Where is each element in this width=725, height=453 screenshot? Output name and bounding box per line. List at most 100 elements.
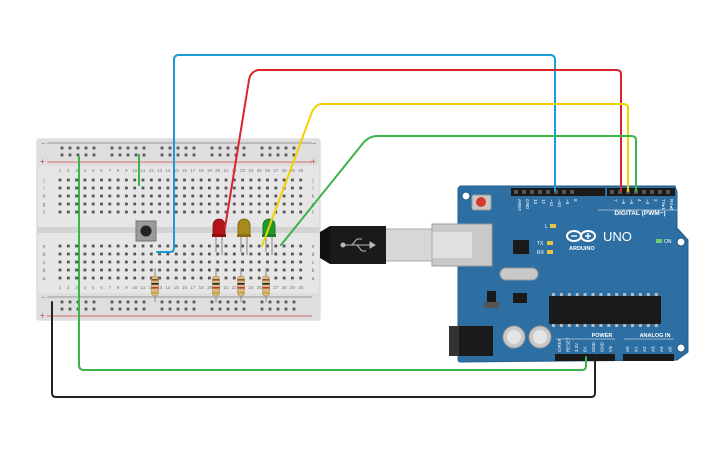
breadboard-hole <box>108 260 112 264</box>
breadboard-hole <box>183 252 186 256</box>
breadboard-hole <box>191 276 195 280</box>
breadboard-hole <box>100 252 103 256</box>
breadboard-hole <box>257 210 261 214</box>
digital-pin[interactable] <box>530 190 534 194</box>
breadboard-hole <box>291 276 294 280</box>
digital-pin[interactable] <box>554 190 558 194</box>
rail-hole <box>176 146 180 150</box>
breadboard-hole <box>75 268 78 272</box>
rail-hole <box>210 146 214 150</box>
reset-button <box>476 197 486 207</box>
column-number: 14 <box>165 285 171 290</box>
rail-hole <box>184 307 188 311</box>
breadboard-hole <box>274 244 278 248</box>
breadboard-hole <box>224 252 228 256</box>
rail-hole <box>226 146 230 150</box>
digital-pin[interactable] <box>570 190 574 194</box>
rail-hole <box>118 307 122 311</box>
column-number: 28 <box>282 168 288 173</box>
breadboard-hole <box>183 244 186 248</box>
rail-hole <box>210 307 214 311</box>
digital-pin-label: TX▸1 <box>661 199 666 210</box>
breadboard-hole <box>141 276 145 280</box>
rail-hole <box>234 307 238 311</box>
breadboard-hole <box>141 210 145 214</box>
breadboard-hole <box>241 202 244 206</box>
breadboard-hole <box>75 276 78 280</box>
mcu-pin <box>607 293 611 296</box>
rail-hole <box>84 146 88 150</box>
rail-hole <box>160 146 164 150</box>
digital-pin[interactable] <box>618 190 622 194</box>
breadboard-hole <box>141 186 145 190</box>
rail-hole <box>234 146 238 150</box>
row-letter: e <box>312 244 315 250</box>
breadboard-hole <box>100 260 103 264</box>
breadboard-hole <box>266 202 269 206</box>
breadboard-hole <box>199 178 203 182</box>
row-letter: c <box>43 260 46 266</box>
breadboard-hole <box>216 260 220 264</box>
digital-pin[interactable] <box>546 190 550 194</box>
breadboard-hole <box>108 178 112 182</box>
breadboard-hole <box>149 268 153 272</box>
breadboard-hole <box>191 268 195 272</box>
column-number: 6 <box>100 168 103 173</box>
breadboard-hole <box>274 202 278 206</box>
top-rail-plus-label-right: + <box>311 157 316 166</box>
column-number: 27 <box>273 285 279 290</box>
rail-hole <box>176 300 180 304</box>
breadboard-hole <box>249 260 253 264</box>
tx-label: TX <box>537 241 544 247</box>
breadboard-hole <box>183 202 186 206</box>
digital-pin-label: 2 <box>653 199 658 202</box>
column-number: 8 <box>117 285 120 290</box>
digital-pin[interactable] <box>538 190 542 194</box>
red-wire <box>224 69 622 229</box>
breadboard-hole <box>133 260 137 264</box>
digital-pin[interactable] <box>562 190 566 194</box>
breadboard-hole <box>125 276 128 280</box>
digital-pin[interactable] <box>610 190 614 194</box>
breadboard-hole <box>199 260 203 264</box>
breadboard-hole <box>257 178 261 182</box>
resistor-band <box>151 292 159 294</box>
column-number: 11 <box>141 168 146 173</box>
digital-pin[interactable] <box>666 190 670 194</box>
breadboard-hole <box>133 202 137 206</box>
analog-pin-label: A2 <box>642 346 647 352</box>
digital-pin[interactable] <box>522 190 526 194</box>
column-number: 9 <box>125 285 128 290</box>
digital-pin[interactable] <box>514 190 518 194</box>
breadboard-hole <box>66 178 70 182</box>
rail-hole <box>68 146 72 150</box>
microcontroller-chip <box>549 296 661 324</box>
digital-pin[interactable] <box>658 190 662 194</box>
yellow-wire <box>261 103 629 247</box>
breadboard-hole <box>58 268 62 272</box>
breadboard-hole <box>133 276 137 280</box>
breadboard-hole <box>133 252 137 256</box>
column-number: 8 <box>117 168 120 173</box>
breadboard-hole <box>100 210 103 214</box>
rail-hole <box>118 300 122 304</box>
row-letter: f <box>312 210 314 216</box>
row-letter: i <box>43 186 44 192</box>
rail-hole <box>192 300 196 304</box>
breadboard-hole <box>83 260 87 264</box>
breadboard-hole <box>183 194 186 198</box>
digital-pin[interactable] <box>650 190 654 194</box>
breadboard-hole <box>108 186 112 190</box>
digital-pin-label: ~6 <box>621 199 626 205</box>
breadboard-hole <box>66 244 70 248</box>
breadboard-hole <box>100 178 103 182</box>
column-number: 3 <box>75 285 78 290</box>
breadboard-hole <box>257 244 261 248</box>
digital-pin[interactable] <box>642 190 646 194</box>
breadboard-hole <box>83 194 87 198</box>
rail-hole <box>160 153 164 157</box>
rail-hole <box>276 146 280 150</box>
breadboard-hole <box>100 276 103 280</box>
mcu-pin <box>591 293 595 296</box>
